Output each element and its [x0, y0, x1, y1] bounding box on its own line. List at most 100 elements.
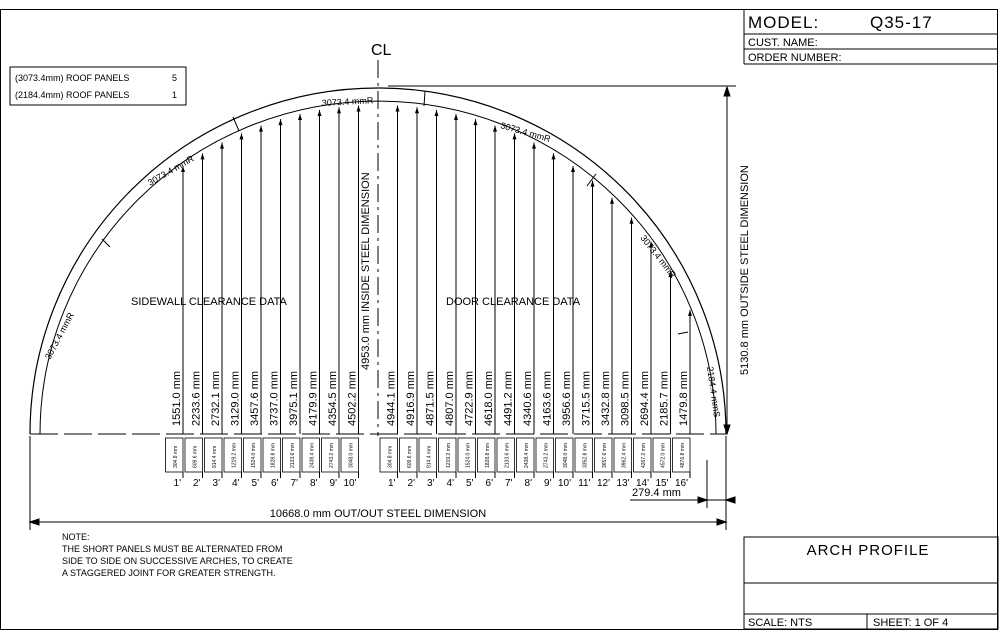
door-height-label: 3956.6 mm — [561, 371, 573, 426]
sidewall-section-label: SIDEWALL CLEARANCE DATA — [131, 296, 288, 308]
legend-long-panels: (3073.4mm) ROOF PANELS — [15, 73, 129, 83]
cust-name-label: CUST. NAME: — [748, 37, 818, 49]
door-offset-box — [477, 437, 496, 473]
note-block: NOTE: THE SHORT PANELS MUST BE ALTERNATE… — [62, 532, 293, 578]
door-offset-box — [594, 437, 613, 473]
door-offset-box — [379, 437, 398, 473]
door-arrow — [571, 166, 575, 173]
sidewall-offset-label: 914.4 mm — [212, 446, 218, 468]
svg-text:CL: CL — [371, 42, 392, 59]
door-offset-label: 3048.0 mm — [563, 443, 569, 468]
door-foot-label: 15' — [655, 478, 668, 489]
note-line-3: A STAGGERED JOINT FOR GREATER STRENGTH. — [62, 568, 276, 578]
sidewall-offset-label: 2133.6 mm — [290, 443, 296, 468]
sidewall-offset-box — [340, 437, 359, 473]
door-height-label: 4807.0 mm — [444, 371, 456, 426]
sidewall-foot-label: 8' — [310, 478, 318, 489]
sidewall-foot-label: 5' — [252, 478, 260, 489]
door-offset-box — [535, 437, 554, 473]
inside-steel-dimension: 4953.0 mm INSIDE STEEL DIMENSION — [360, 172, 372, 370]
door-offset-label: 2133.6 mm — [505, 443, 511, 468]
door-foot-label: 10' — [558, 478, 571, 489]
door-offset-box — [438, 437, 457, 473]
sidewall-offset-label: 2743.2 mm — [329, 443, 335, 468]
door-offset-label: 2743.2 mm — [544, 443, 550, 468]
door-arrow — [668, 271, 673, 278]
sidewall-offset-label: 1219.2 mm — [232, 443, 238, 468]
door-height-label: 4163.6 mm — [542, 371, 554, 426]
door-offset-box — [672, 437, 691, 473]
sidewall-arrow — [239, 133, 244, 140]
centerline-symbol: CL — [371, 42, 392, 59]
sidewall-offset-label: 2438.4 mm — [310, 443, 316, 468]
outside-steel-dimension: 5130.8 mm OUTSIDE STEEL DIMENSION — [739, 165, 751, 375]
sidewall-arrow — [200, 153, 205, 160]
overall-dimension-line — [28, 436, 728, 530]
note-heading: NOTE: — [62, 532, 90, 542]
door-offset-label: 3657.6 mm — [602, 443, 608, 468]
legend-short-count: 1 — [172, 90, 177, 100]
sidewall-arrow — [259, 125, 263, 132]
door-offset-label: 1828.8 mm — [485, 443, 491, 468]
door-height-label: 4916.9 mm — [405, 371, 417, 426]
sidewall-foot-label: 1' — [174, 478, 182, 489]
title-block-footer: ARCH PROFILE SCALE: NTS SHEET: 1 OF 4 — [743, 536, 999, 630]
note-line-2: SIDE TO SIDE ON SUCCESSIVE ARCHES, TO CR… — [62, 556, 293, 566]
model-label: MODEL: — [748, 13, 819, 32]
sidewall-arrow — [298, 113, 302, 120]
door-height-label: 4871.5 mm — [425, 371, 437, 426]
door-offset-box — [633, 437, 652, 473]
door-foot-label: 4' — [447, 478, 455, 489]
sidewall-offset-box — [282, 437, 301, 473]
door-arrow — [590, 180, 595, 187]
door-foot-label: 11' — [578, 478, 590, 489]
order-number-label: ORDER NUMBER: — [748, 52, 842, 64]
sidewall-arrow — [356, 105, 361, 112]
panel-label-right-lower: 3073.4 mmR — [638, 233, 678, 280]
door-arrow — [629, 217, 634, 224]
sidewall-height-label: 4354.5 mm — [327, 371, 339, 426]
door-arrow — [610, 197, 614, 204]
door-offset-box — [418, 437, 437, 473]
door-foot-label: 13' — [616, 478, 629, 489]
door-offset-box — [496, 437, 515, 473]
arch-inner-line — [39, 100, 717, 435]
door-arrow — [493, 125, 497, 132]
door-arrow — [512, 133, 517, 140]
sidewall-offset-box — [262, 437, 281, 473]
door-offset-label: 3962.4 mm — [622, 443, 628, 468]
door-foot-label: 3' — [427, 478, 435, 489]
door-foot-label: 8' — [525, 478, 533, 489]
sidewall-offset-box — [204, 437, 223, 473]
sidewall-height-label: 3457.6 mm — [249, 371, 261, 426]
door-height-label: 4722.9 mm — [464, 371, 476, 426]
sidewall-offset-box — [301, 437, 320, 473]
sidewall-height-label: 2233.6 mm — [191, 371, 203, 426]
door-height-label: 2185.7 mm — [659, 371, 671, 426]
offset-dimension: 279.4 mm — [632, 487, 681, 499]
sidewall-height-label: 1551.0 mm — [171, 371, 183, 426]
overall-steel-dimension: 10668.0 mm OUT/OUT STEEL DIMENSION — [270, 508, 486, 520]
sidewall-offset-box — [223, 437, 242, 473]
arch-outer-line — [29, 87, 727, 435]
sidewall-arrow — [278, 119, 283, 126]
sidewall-height-label: 3737.0 mm — [269, 371, 281, 426]
door-foot-label: 7' — [505, 478, 513, 489]
sidewall-height-label: 4502.2 mm — [347, 371, 359, 426]
door-height-label: 4944.1 mm — [386, 371, 398, 426]
door-arrow — [551, 153, 556, 160]
sidewall-foot-label: 4' — [232, 478, 240, 489]
